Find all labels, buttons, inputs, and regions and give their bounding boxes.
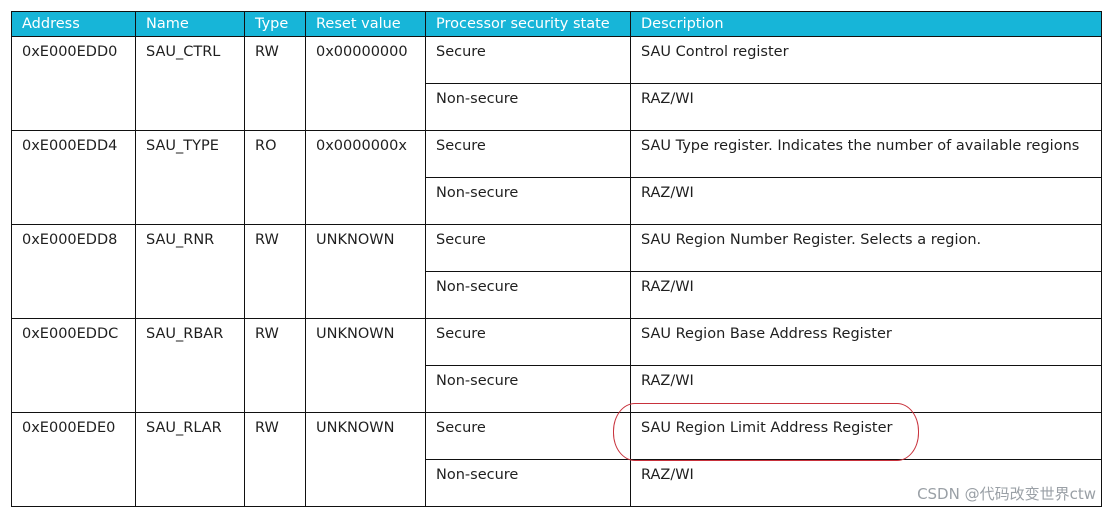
- security-state-cell: Secure: [425, 224, 631, 272]
- type-cell: RW: [244, 224, 306, 319]
- reset-cell: UNKNOWN: [305, 318, 426, 413]
- description-cell: RAZ/WI: [630, 83, 1102, 131]
- table-row: 0xE000EDDC SAU_RBAR RW UNKNOWN Secure SA…: [11, 318, 1102, 413]
- table-row: 0xE000EDE0 SAU_RLAR RW UNKNOWN Secure SA…: [11, 412, 1102, 507]
- description-cell: RAZ/WI: [630, 365, 1102, 413]
- header-reset-value: Reset value: [305, 11, 426, 37]
- type-cell: RW: [244, 36, 306, 131]
- name-cell: SAU_RBAR: [135, 318, 245, 413]
- table-row: Non-secure RAZ/WI: [12, 365, 1102, 413]
- address-cell: 0xE000EDE0: [11, 412, 136, 507]
- name-cell: SAU_RNR: [135, 224, 245, 319]
- type-cell: RW: [244, 412, 306, 507]
- security-state-cell: Non-secure: [425, 83, 631, 131]
- security-state-cell: Secure: [425, 130, 631, 178]
- address-cell: 0xE000EDDC: [11, 318, 136, 413]
- security-state-cell: Non-secure: [425, 177, 631, 225]
- table-row: Non-secure RAZ/WI: [12, 271, 1102, 319]
- name-cell: SAU_RLAR: [135, 412, 245, 507]
- description-cell: SAU Region Limit Address Register: [630, 412, 1102, 460]
- register-table: Address Name Type Reset value Processor …: [11, 11, 1102, 507]
- table-row: Non-secure RAZ/WI: [12, 83, 1102, 131]
- security-state-cell: Non-secure: [425, 271, 631, 319]
- description-cell: RAZ/WI: [630, 271, 1102, 319]
- address-cell: 0xE000EDD0: [11, 36, 136, 131]
- reset-cell: UNKNOWN: [305, 412, 426, 507]
- name-cell: SAU_CTRL: [135, 36, 245, 131]
- type-cell: RO: [244, 130, 306, 225]
- header-type: Type: [244, 11, 306, 37]
- description-cell: SAU Type register. Indicates the number …: [630, 130, 1102, 178]
- reset-cell: UNKNOWN: [305, 224, 426, 319]
- description-cell: SAU Control register: [630, 36, 1102, 84]
- table-row: 0xE000EDD0 SAU_CTRL RW 0x00000000 Secure…: [11, 36, 1102, 131]
- security-state-cell: Secure: [425, 36, 631, 84]
- security-state-cell: Secure: [425, 318, 631, 366]
- address-cell: 0xE000EDD4: [11, 130, 136, 225]
- reset-cell: 0x00000000: [305, 36, 426, 131]
- description-cell: RAZ/WI: [630, 177, 1102, 225]
- header-security-state: Processor security state: [425, 11, 631, 37]
- description-cell: RAZ/WI: [630, 459, 1102, 507]
- header-address: Address: [11, 11, 136, 37]
- description-cell: SAU Region Base Address Register: [630, 318, 1102, 366]
- type-cell: RW: [244, 318, 306, 413]
- security-state-cell: Secure: [425, 412, 631, 460]
- table-header-row: Address Name Type Reset value Processor …: [11, 11, 1102, 37]
- description-cell: SAU Region Number Register. Selects a re…: [630, 224, 1102, 272]
- table-row: Non-secure RAZ/WI: [12, 459, 1102, 507]
- table-row: 0xE000EDD8 SAU_RNR RW UNKNOWN Secure SAU…: [11, 224, 1102, 319]
- table-row: 0xE000EDD4 SAU_TYPE RO 0x0000000x Secure…: [11, 130, 1102, 225]
- reset-cell: 0x0000000x: [305, 130, 426, 225]
- address-cell: 0xE000EDD8: [11, 224, 136, 319]
- security-state-cell: Non-secure: [425, 365, 631, 413]
- header-name: Name: [135, 11, 245, 37]
- header-description: Description: [630, 11, 1102, 37]
- table-row: Non-secure RAZ/WI: [12, 177, 1102, 225]
- security-state-cell: Non-secure: [425, 459, 631, 507]
- name-cell: SAU_TYPE: [135, 130, 245, 225]
- watermark: CSDN @代码改变世界ctw: [917, 485, 1096, 503]
